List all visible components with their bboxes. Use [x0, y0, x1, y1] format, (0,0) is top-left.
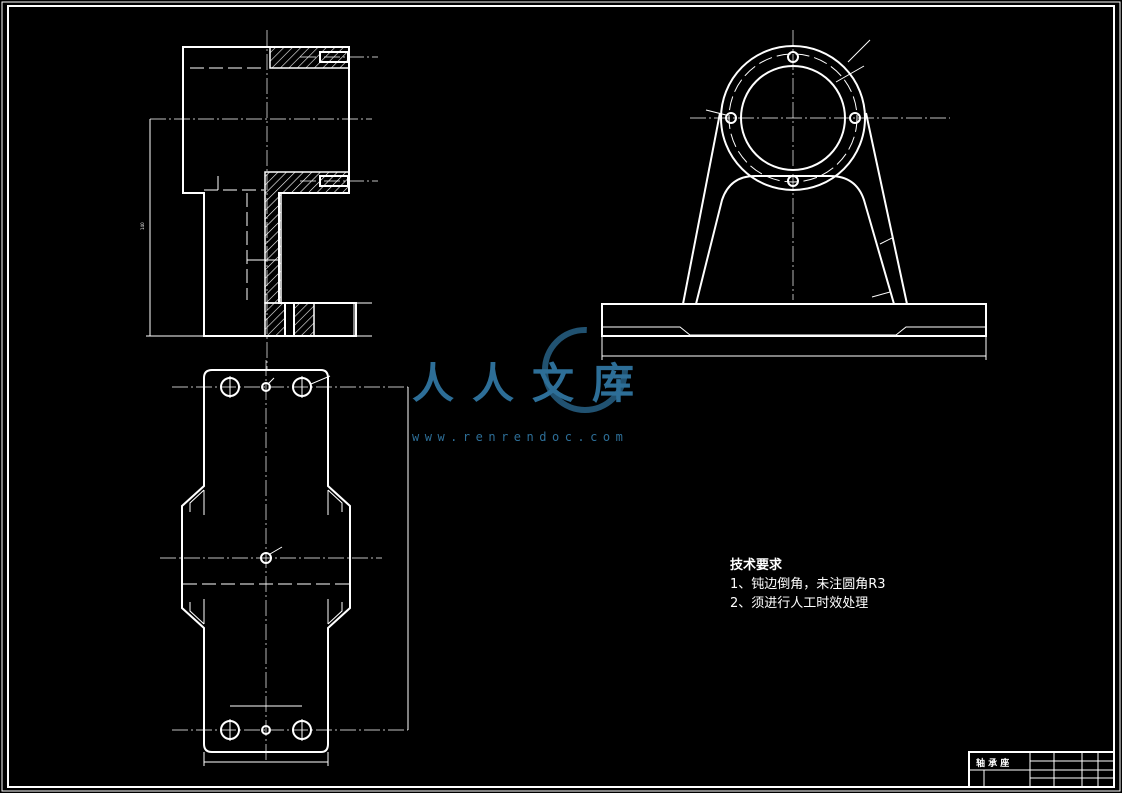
- watermark-text: 人人文库: [412, 359, 653, 408]
- svg-text:140: 140: [140, 222, 145, 230]
- notes-title: 技术要求: [730, 558, 783, 573]
- notes-line-2: 2、须进行人工时效处理: [730, 596, 869, 611]
- side-view: [601, 30, 987, 360]
- part-name: 轴 承 座: [976, 757, 1009, 769]
- title-block: 轴 承 座: [968, 751, 1115, 788]
- watermark-logo: [542, 327, 628, 413]
- top-view: [160, 360, 409, 766]
- notes-line-1: 1、钝边倒角，未注圆角R3: [730, 577, 886, 592]
- watermark-url: www.renrendoc.com: [412, 430, 629, 444]
- technical-requirements: 技术要求 1、钝边倒角，未注圆角R3 2、须进行人工时效处理: [730, 556, 886, 613]
- inner-frame: [7, 5, 1115, 788]
- section-view: 140: [140, 30, 378, 370]
